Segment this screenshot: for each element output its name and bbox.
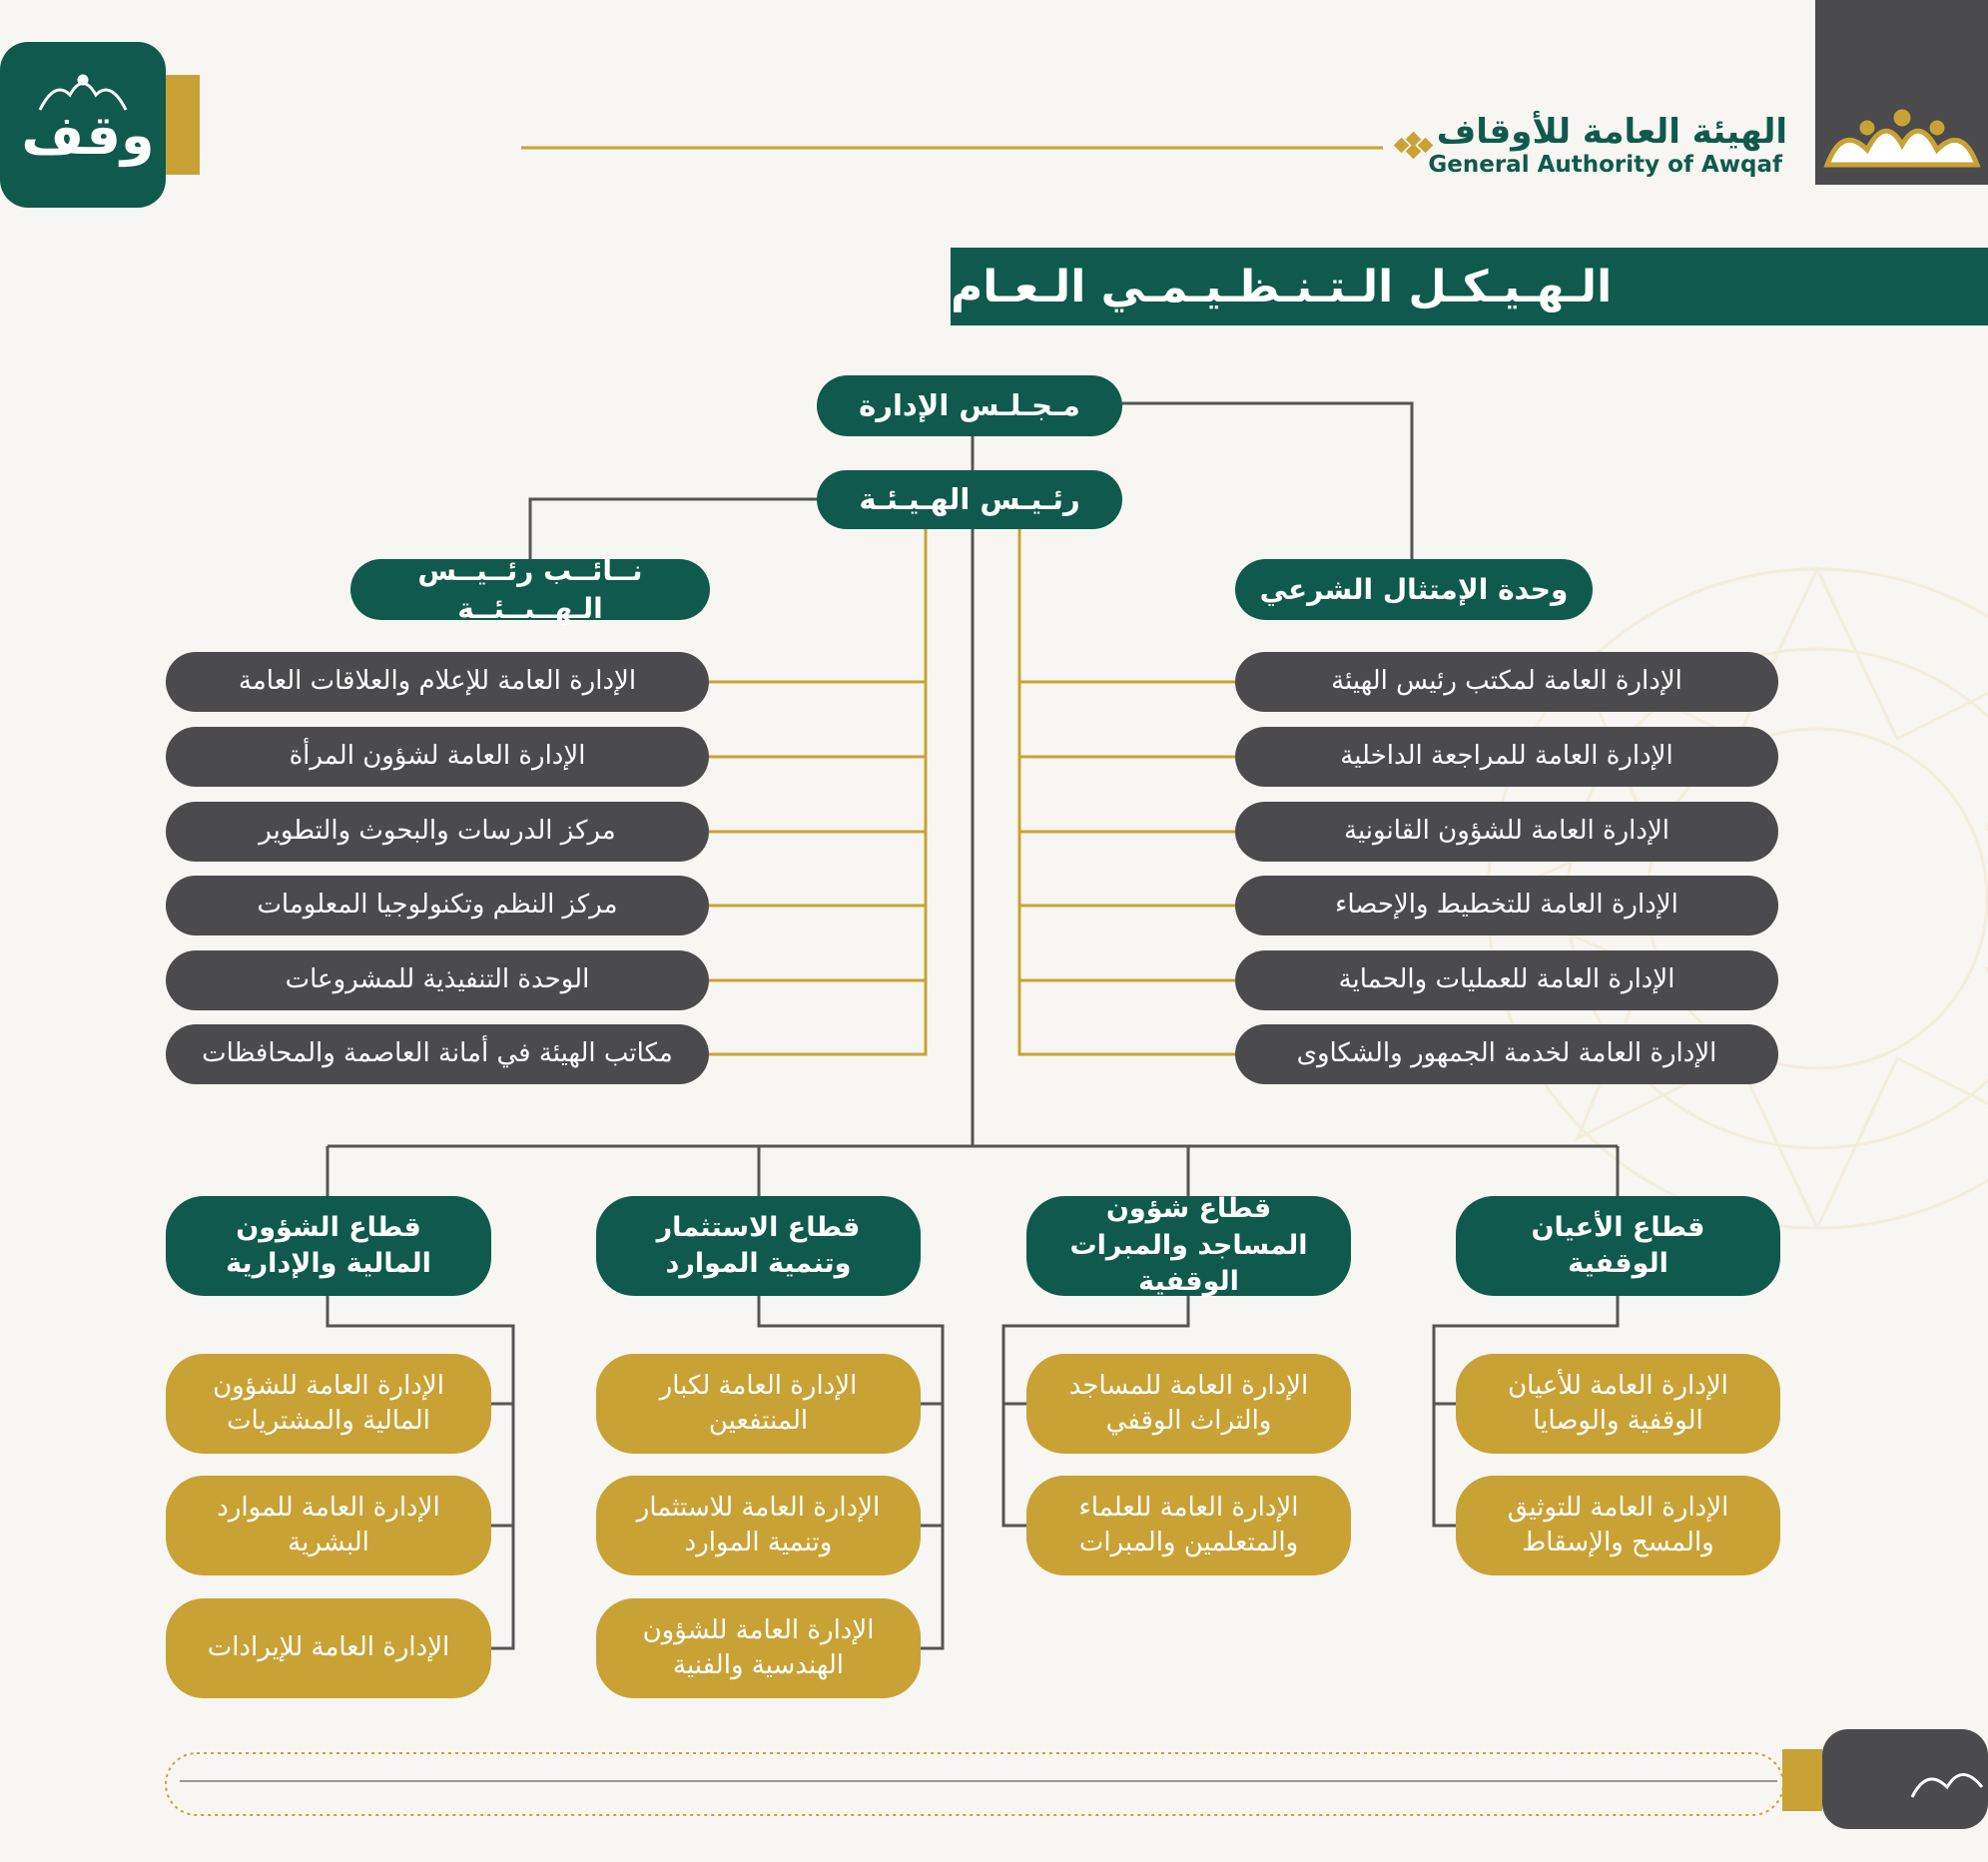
waqf-crown-icon <box>38 74 128 111</box>
footer-crown-icon <box>1910 1773 1984 1798</box>
right-department-1: الإدارة العامة لمكتب رئيس الهيئة <box>1235 652 1778 712</box>
sector-finance-admin: قطاع الشؤون المالية والإدارية <box>166 1196 491 1296</box>
page-title: الـهـيـكـل الـتـنـظـيـمـي الـعـام <box>951 248 1988 325</box>
assets-dept-2: الإدارة العامة للتوثيق والمسح والإسقاط <box>1456 1476 1780 1575</box>
investment-dept-1: الإدارة العامة لكبار المنتفعين <box>596 1354 921 1454</box>
president-node: رئـيـس الهـيـئـة <box>817 470 1122 529</box>
footer-gold-tab <box>1782 1749 1822 1811</box>
right-department-4: الإدارة العامة للتخطيط والإحصاء <box>1235 876 1778 935</box>
assets-dept-1: الإدارة العامة للأعيان الوقفية والوصايا <box>1456 1354 1780 1454</box>
sector-mosques: قطاع شؤون المساجد والمبرات الوقفية <box>1026 1193 1351 1297</box>
sharia-compliance-unit-node: وحدة الإمتثال الشرعي <box>1235 559 1593 620</box>
mosques-dept-1: الإدارة العامة للمساجد والتراث الوقفي <box>1026 1354 1351 1454</box>
waqf-logo-frame <box>0 42 166 208</box>
finance-dept-1: الإدارة العامة للشؤون المالية والمشتريات <box>166 1354 491 1454</box>
footer-frame <box>165 1752 1784 1816</box>
authority-name-arabic: الهيئة العامة للأوقاف <box>1436 112 1787 152</box>
investment-dept-2: الإدارة العامة للاستثمار وتنمية الموارد <box>596 1476 921 1575</box>
left-department-3: مركز الدرسات والبحوث والتطوير <box>166 802 709 862</box>
left-gold-tab <box>166 75 200 175</box>
sector-endowed-assets: قطاع الأعيان الوقفية <box>1456 1196 1780 1296</box>
left-department-2: الإدارة العامة لشؤون المرأة <box>166 727 709 787</box>
crown-arches-icon <box>1823 109 1981 168</box>
footer-emblem-block <box>1822 1729 1988 1829</box>
right-department-2: الإدارة العامة للمراجعة الداخلية <box>1235 727 1778 787</box>
waqf-brand-word: وقف <box>21 104 155 167</box>
left-department-5: الوحدة التنفيذية للمشروعات <box>166 950 709 1010</box>
left-department-4: مركز النظم وتكنولوجيا المعلومات <box>166 876 709 935</box>
finance-dept-3: الإدارة العامة للإيرادات <box>166 1598 491 1698</box>
diamond-ornament-icon <box>1393 131 1434 160</box>
sector-investment: قطاع الاستثمار وتنمية الموارد <box>596 1196 921 1296</box>
left-department-6: مكاتب الهيئة في أمانة العاصمة والمحافظات <box>166 1024 709 1084</box>
gold-connectors <box>709 529 1235 1056</box>
authority-name-english: General Authority of Awqaf <box>1428 152 1782 178</box>
gray-connectors <box>326 401 1620 1650</box>
investment-dept-3: الإدارة العامة للشؤون الهندسية والفنية <box>596 1598 921 1698</box>
left-department-1: الإدارة العامة للإعلام والعلاقات العامة <box>166 652 709 712</box>
mosques-dept-2: الإدارة العامة للعلماء والمتعلمين والمبر… <box>1026 1476 1351 1575</box>
right-department-6: الإدارة العامة لخدمة الجمهور والشكاوى <box>1235 1024 1778 1084</box>
vice-president-node: نــائــب رئــيــس الـهــيــئــة <box>350 554 710 625</box>
right-department-5: الإدارة العامة للعمليات والحماية <box>1235 950 1778 1010</box>
board-of-directors-node: مـجـلـس الإدارة <box>817 375 1122 436</box>
finance-dept-2: الإدارة العامة للموارد البشرية <box>166 1476 491 1575</box>
right-department-3: الإدارة العامة للشؤون القانونية <box>1235 802 1778 862</box>
